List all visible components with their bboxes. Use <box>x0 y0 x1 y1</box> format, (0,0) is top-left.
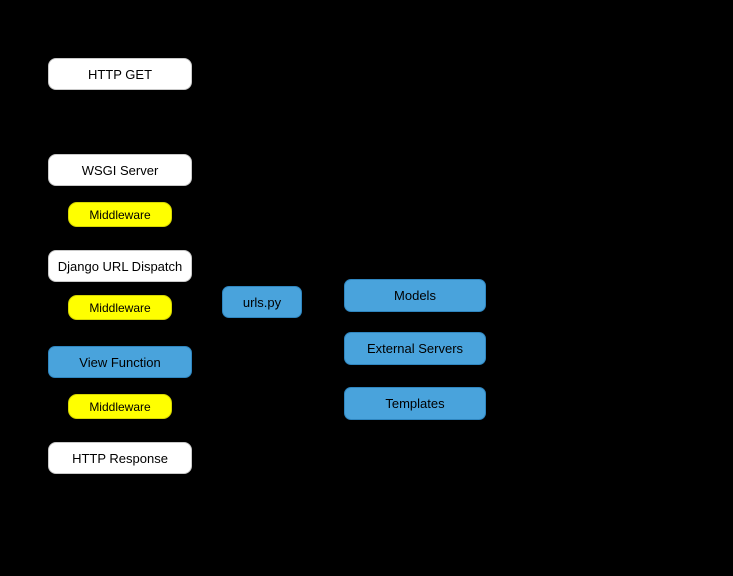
node-middleware-3: Middleware <box>68 394 172 419</box>
node-django-url-dispatch: Django URL Dispatch <box>48 250 192 282</box>
node-middleware-1: Middleware <box>68 202 172 227</box>
node-wsgi-server: WSGI Server <box>48 154 192 186</box>
node-models: Models <box>344 279 486 312</box>
node-external-servers: External Servers <box>344 332 486 365</box>
node-http-response: HTTP Response <box>48 442 192 474</box>
node-templates: Templates <box>344 387 486 420</box>
node-view-function: View Function <box>48 346 192 378</box>
node-http-get: HTTP GET <box>48 58 192 90</box>
node-middleware-2: Middleware <box>68 295 172 320</box>
node-urls-py: urls.py <box>222 286 302 318</box>
